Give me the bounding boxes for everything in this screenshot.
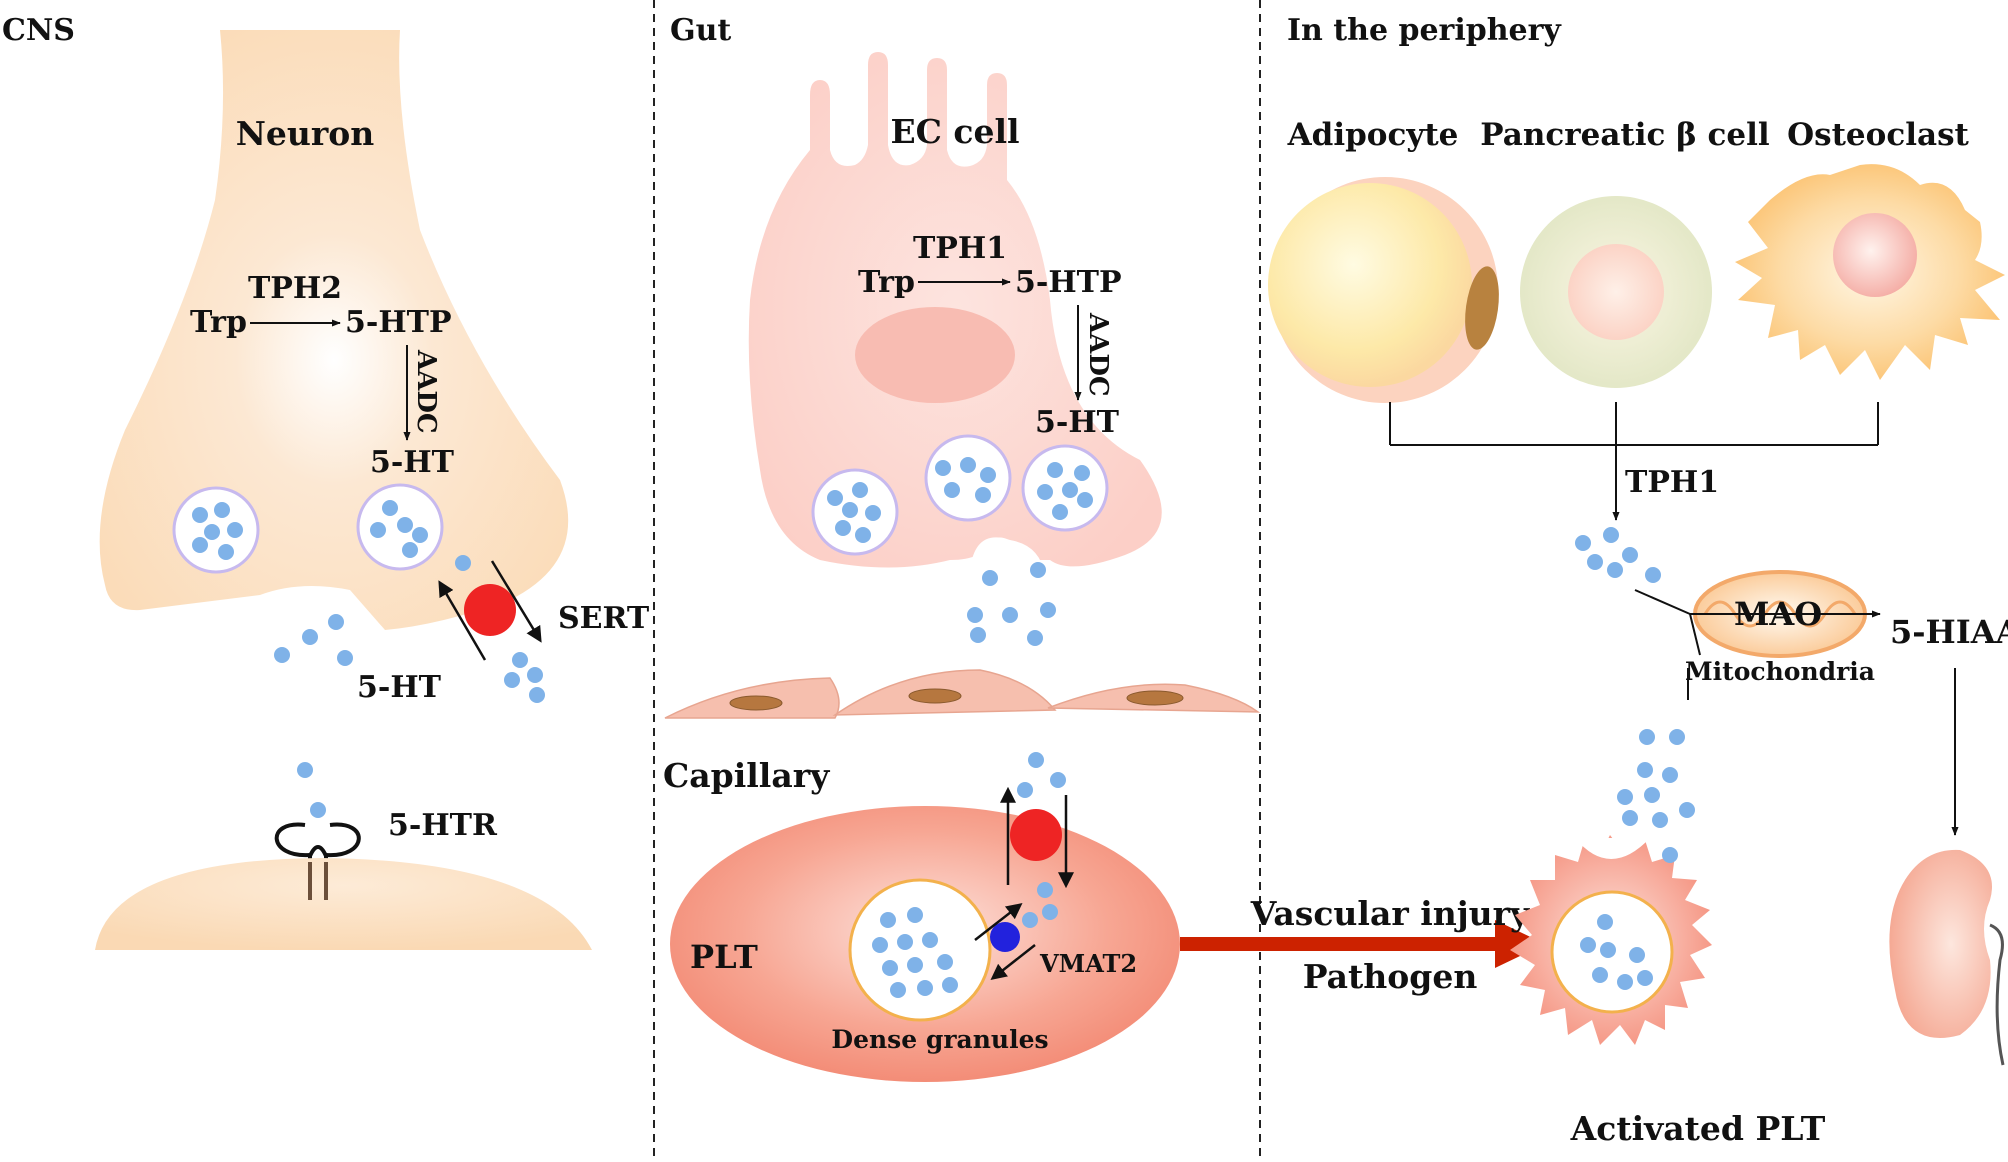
tph1-periph-label: TPH1: [1625, 465, 1719, 500]
gut-trp-label: Trp: [858, 265, 915, 300]
mao-path-in: [1634, 589, 1691, 615]
postsynaptic-membrane: [95, 858, 592, 950]
gut-aadc-label: AADC: [1083, 312, 1113, 397]
dense-granules-label: Dense granules: [831, 1025, 1048, 1054]
tph2-label: TPH2: [248, 271, 342, 306]
gut-released-serotonin: [967, 562, 1056, 646]
gut-vesicle-1: [811, 468, 899, 556]
capillary-endothelium: [664, 669, 1261, 719]
sert-label: SERT: [558, 601, 650, 636]
cns-5ht-cleft-label: 5-HT: [357, 670, 442, 705]
ec-release-notch: [970, 537, 1045, 575]
cns-vesicle-2: [356, 483, 444, 571]
neuron-body: [99, 30, 569, 630]
osteoclast-label: Osteoclast: [1787, 117, 1969, 153]
sert-transporter: [438, 555, 545, 703]
cns-5htp-label: 5-HTP: [345, 305, 452, 340]
dense-granule: [848, 878, 992, 1022]
panel-title-periphery: In the periphery: [1287, 13, 1562, 48]
vmat2-label: VMAT2: [1039, 949, 1137, 978]
neuron-release-notch: [280, 596, 342, 612]
panel-title-cns: CNS: [2, 13, 75, 48]
gut-vesicle-2: [924, 434, 1012, 522]
activated-platelet: [1510, 835, 1712, 1045]
tph1-gut-label: TPH1: [913, 231, 1007, 266]
activated-plt-label: Activated PLT: [1570, 1109, 1826, 1148]
gut-vesicle-3: [1021, 444, 1109, 532]
tph1-converge-lines: [1389, 402, 1879, 446]
panel-title-gut: Gut: [670, 13, 731, 48]
mao-path-down: [1689, 613, 1701, 656]
cns-aadc-label: AADC: [411, 349, 441, 434]
mitochondria-label: Mitochondria: [1685, 657, 1875, 686]
ec-cell-label: EC cell: [890, 112, 1019, 151]
pancreatic-beta-cell: [1520, 196, 1712, 388]
neuron-label: Neuron: [236, 114, 375, 153]
cns-vesicle-1: [172, 486, 260, 574]
mao-label: MAO: [1734, 595, 1822, 633]
cns-cleft-serotonin: [274, 614, 353, 818]
vmat2-transporter: [974, 903, 1036, 980]
pancreatic-label: Pancreatic β cell: [1480, 117, 1769, 153]
ec-nucleus: [855, 307, 1015, 403]
plt-sert-transporter: [1000, 752, 1074, 928]
cns-5ht-inside-label: 5-HT: [370, 445, 455, 480]
osteoclast-cell: [1735, 164, 2005, 380]
cns-trp-label: Trp: [190, 305, 247, 340]
adipocyte-cell: [1268, 177, 1499, 403]
5hiaa-label: 5-HIAA: [1890, 613, 2008, 651]
periph-serotonin: [1575, 527, 1661, 583]
adipocyte-label: Adipocyte: [1287, 117, 1459, 153]
activated-plt-released-serotonin: [1617, 729, 1695, 863]
plt-label: PLT: [690, 938, 758, 976]
gut-5htp-label: 5-HTP: [1015, 265, 1122, 300]
capillary-label: Capillary: [663, 756, 830, 795]
5htr-receptor: [274, 822, 361, 900]
pathogen-label: Pathogen: [1303, 957, 1478, 996]
vascular-injury-label: Vascular injury: [1250, 894, 1530, 933]
gut-5ht-label: 5-HT: [1035, 405, 1120, 440]
kidney: [1889, 849, 2005, 1066]
5htr-label: 5-HTR: [388, 808, 498, 843]
